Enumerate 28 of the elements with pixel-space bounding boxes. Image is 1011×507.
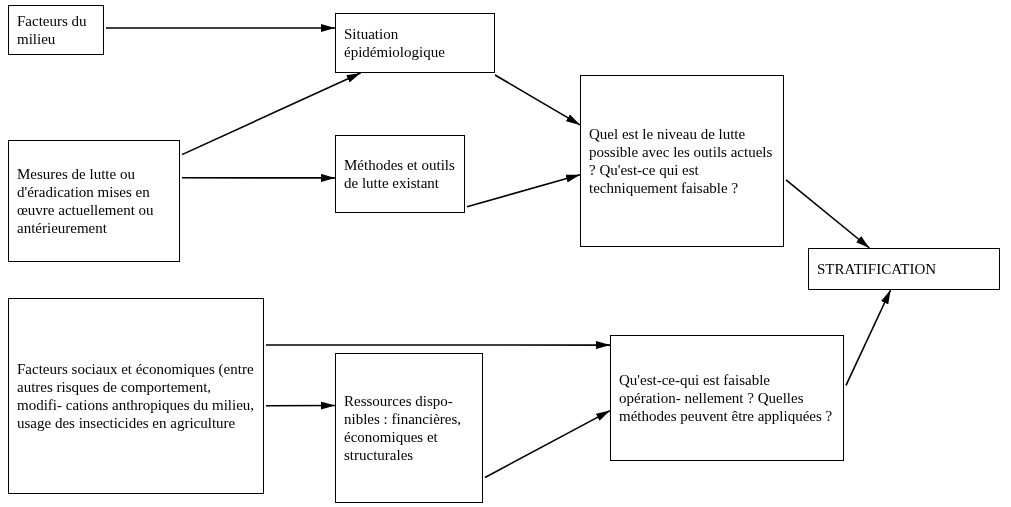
arrow (845, 289, 892, 387)
text-box (335, 135, 465, 213)
arrow (181, 173, 336, 182)
box-text: STRATIFICATION (817, 260, 938, 278)
arrow (785, 179, 871, 249)
arrow (494, 74, 581, 126)
arrow (466, 173, 581, 208)
box-text: Situation épidémiologique (344, 25, 446, 61)
box-text: Qu'est-ce-qui est faisable opération- nellement ? Quelles méthodes peuvent être appliquées ? (619, 371, 834, 425)
box-text: Ressources dispo- nibles : financières, économiques et structurales (344, 392, 463, 464)
text-box (8, 298, 264, 494)
text-box (610, 335, 844, 461)
text-box (8, 5, 104, 55)
arrow (105, 24, 336, 32)
box-text: Facteurs sociaux et économiques (entre autres risques de comportement, modifi- cations anthropiques du milieu, usage des insecticides en agriculture (17, 360, 255, 432)
text-box (580, 75, 784, 247)
text-box (808, 248, 1000, 290)
arrow (181, 72, 362, 156)
arrow (265, 401, 336, 410)
text-box (8, 140, 180, 262)
text-box (335, 353, 483, 503)
box-text: Facteurs du milieu (17, 12, 88, 48)
arrow (484, 409, 611, 479)
text-box (335, 13, 495, 73)
arrow (265, 341, 611, 350)
box-text: Méthodes et outils de lutte existant (344, 156, 456, 192)
box-text: Mesures de lutte ou d'éradication mises en œuvre actuellement ou antérieurement (17, 165, 155, 237)
box-text: Quel est le niveau de lutte possible avec les outils actuels ? Qu'est-ce qui est techniquement faisable ? (589, 125, 774, 197)
